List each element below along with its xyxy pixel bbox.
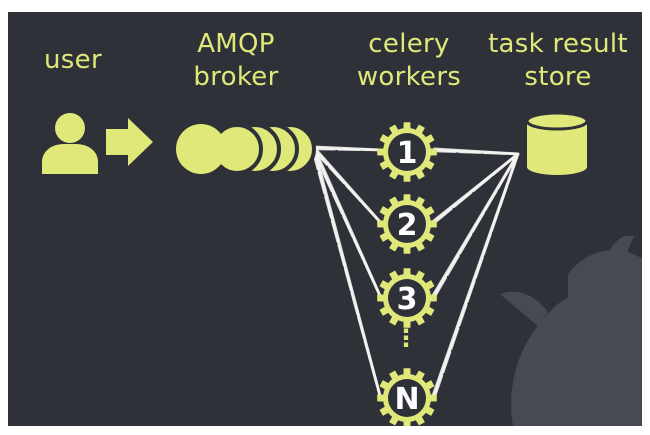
worker-number: 1 xyxy=(397,136,418,171)
line-stroke xyxy=(433,150,519,155)
line-stroke xyxy=(310,147,381,397)
diagram-canvas: 1 2 3N ⋮ xyxy=(42,111,642,426)
worker-to-store-line-3 xyxy=(431,152,520,298)
queue-icon xyxy=(176,123,316,175)
gear-inner xyxy=(388,133,426,171)
database-icon xyxy=(525,111,589,175)
workers-ellipsis: ⋮ xyxy=(394,324,418,352)
workers-label: celery workers xyxy=(344,28,474,94)
broker-to-worker-line-1 xyxy=(311,145,382,152)
user-label-text: user xyxy=(44,45,102,75)
worker-number: 2 xyxy=(397,208,418,243)
worker-badge-3: 3 xyxy=(377,268,437,328)
line-stroke xyxy=(312,148,381,152)
store-label: task result store xyxy=(483,28,633,94)
user-label: user xyxy=(26,44,120,77)
line-stroke xyxy=(434,153,519,397)
broker-to-worker-line-2 xyxy=(311,145,382,224)
line-stroke xyxy=(434,153,520,298)
line-stroke xyxy=(433,150,519,156)
worker-to-store-line-1 xyxy=(432,147,520,156)
line-stroke xyxy=(312,147,381,223)
worker-number: N xyxy=(394,382,419,417)
queue-head xyxy=(176,124,226,174)
worker-badge-1: 1 xyxy=(377,122,437,182)
line-stroke xyxy=(312,148,381,151)
worker-to-store-line-4 xyxy=(431,152,520,398)
user-icon xyxy=(42,113,98,174)
gear-inner xyxy=(388,205,426,243)
gear-inner xyxy=(388,379,426,417)
connection-lines xyxy=(310,145,520,398)
database-bottom xyxy=(527,159,587,175)
worker-to-store-line-2 xyxy=(432,152,520,224)
workers-label-line1: celery xyxy=(368,29,450,59)
broker-to-worker-line-4 xyxy=(310,146,382,398)
architecture-diagram: user AMQP broker celery workers task res… xyxy=(8,12,642,426)
line-stroke xyxy=(434,153,519,297)
line-stroke xyxy=(433,153,519,223)
worker-badge-n: N xyxy=(377,368,437,426)
store-label-line2: store xyxy=(524,62,592,92)
worker-badge-2: 2 xyxy=(377,194,437,254)
workers-group: 1 2 3N xyxy=(377,122,437,426)
broker-label-line2: broker xyxy=(193,62,279,92)
arrow-right-icon xyxy=(106,118,153,166)
store-label-line1: task result xyxy=(488,29,628,59)
line-stroke xyxy=(311,147,381,397)
gear-inner xyxy=(388,279,426,317)
line-stroke xyxy=(312,147,381,297)
broker-to-worker-line-3 xyxy=(310,146,382,298)
line-stroke xyxy=(434,153,520,398)
celery-mascot xyxy=(500,235,642,426)
worker-number: 3 xyxy=(397,282,418,317)
workers-label-line2: workers xyxy=(356,62,462,92)
broker-label: AMQP broker xyxy=(176,28,296,94)
broker-label-line1: AMQP xyxy=(197,29,275,59)
line-stroke xyxy=(311,146,382,152)
database-top xyxy=(525,111,589,131)
